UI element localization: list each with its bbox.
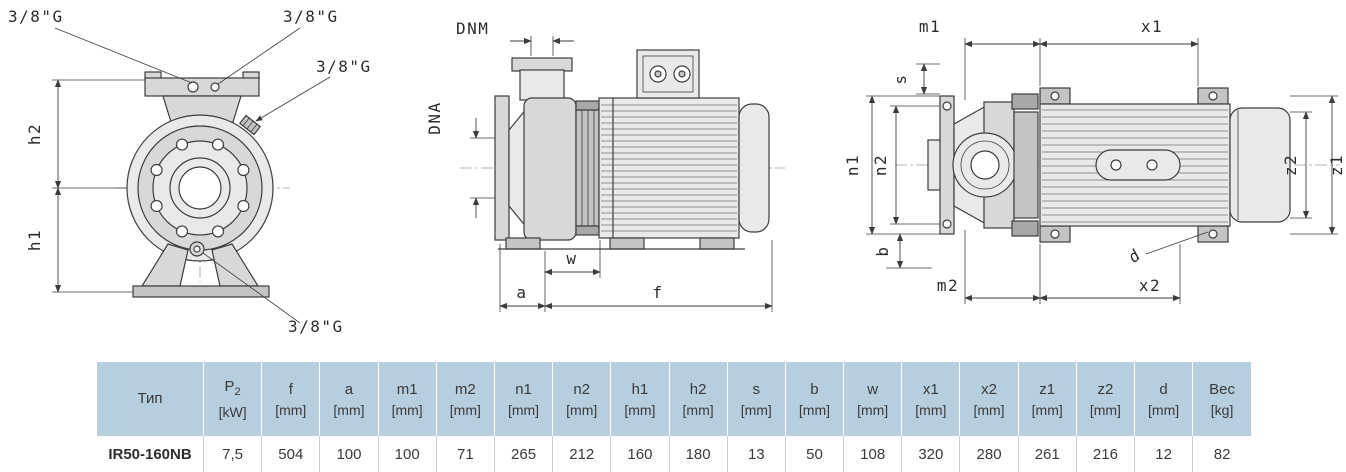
- bolt-holes: [150, 138, 250, 238]
- col-header-a: a[mm]: [319, 362, 379, 436]
- cell-s: 13: [727, 436, 786, 472]
- col-header-d: d[mm]: [1134, 362, 1194, 436]
- port-label-top-right: 3/8"G: [283, 7, 339, 26]
- col-header-b: b[mm]: [785, 362, 845, 436]
- dim-label-z1: z1: [1327, 154, 1346, 176]
- pump-casing: [126, 114, 274, 262]
- dim-label-dnm: DNM: [456, 19, 489, 38]
- col-header-m2: m2[mm]: [436, 362, 495, 436]
- length-dimensions: [499, 240, 773, 312]
- cell-m2: 71: [436, 436, 495, 472]
- cell-n1: 265: [494, 436, 554, 472]
- top-mounting-flange: [144, 71, 260, 123]
- col-header-n1: n1[mm]: [494, 362, 554, 436]
- cell-weight: 82: [1192, 436, 1251, 472]
- left-dimensions: [866, 95, 940, 269]
- top-dimensions: [916, 38, 1199, 100]
- dim-label-z2: z2: [1281, 154, 1300, 176]
- right-dimensions: [1145, 95, 1338, 255]
- bottom-dimensions: [964, 230, 1181, 304]
- dim-label-m1: m1: [919, 17, 941, 36]
- col-header-weight: Вес[kg]: [1192, 362, 1251, 436]
- col-header-s: s[mm]: [727, 362, 786, 436]
- pump-end: [494, 57, 600, 250]
- col-header-h2: h2[mm]: [669, 362, 728, 436]
- col-header-m1: m1[mm]: [378, 362, 437, 436]
- dim-label-h1: h1: [25, 229, 44, 251]
- cell-p2: 7,5: [203, 436, 263, 472]
- col-header-type: Тип: [97, 362, 204, 436]
- col-header-z1: z1[mm]: [1018, 362, 1077, 436]
- cell-w: 108: [843, 436, 903, 472]
- col-header-f: f[mm]: [261, 362, 321, 436]
- motor-fins: [601, 104, 737, 232]
- dim-label-a: a: [516, 283, 527, 302]
- drain-plug: [189, 241, 205, 257]
- cell-z2: 216: [1076, 436, 1136, 472]
- dim-label-d: d: [1124, 245, 1145, 267]
- dim-label-x2: x2: [1139, 276, 1161, 295]
- dim-label-h2: h2: [25, 123, 44, 145]
- side-plug: [238, 114, 262, 136]
- dim-label-f: f: [652, 283, 663, 302]
- cell-m1: 100: [378, 436, 437, 472]
- motor: [498, 49, 770, 250]
- dim-label-w: w: [566, 249, 577, 268]
- col-header-n2: n2[mm]: [552, 362, 612, 436]
- dim-label-n1: n1: [843, 154, 862, 176]
- dim-label-m2: m2: [937, 276, 959, 295]
- col-header-x1: x1[mm]: [901, 362, 961, 436]
- cell-d: 12: [1134, 436, 1194, 472]
- dim-label-n2: n2: [871, 154, 890, 176]
- cell-a: 100: [319, 436, 379, 472]
- cell-h1: 160: [610, 436, 670, 472]
- cell-type: IR50-160NB: [97, 436, 204, 472]
- col-header-p2: P2[kW]: [203, 362, 263, 436]
- height-dimensions: [52, 79, 145, 293]
- dim-label-dna: DNA: [425, 101, 444, 134]
- pump-feet: [132, 243, 270, 298]
- port-label-right: 3/8"G: [316, 57, 372, 76]
- dim-label-x1: x1: [1141, 17, 1163, 36]
- motor-top: [1039, 87, 1291, 243]
- dim-label-s: s: [891, 73, 910, 84]
- dna-dimension: [470, 118, 495, 218]
- cell-f: 504: [261, 436, 321, 472]
- dim-label-b: b: [873, 245, 892, 256]
- pump-side-view-drawing: DNM DNA w a f: [425, 19, 785, 312]
- port-label-bottom: 3/8"G: [288, 317, 344, 336]
- leader-lines: [54, 27, 331, 324]
- cell-x2: 280: [959, 436, 1019, 472]
- col-header-x2: x2[mm]: [959, 362, 1019, 436]
- cell-n2: 212: [552, 436, 612, 472]
- dnm-dimension: [510, 36, 574, 56]
- pump-top-view-drawing: m1 x1 s n1 n2 b m2 x2 z2 z1 d: [843, 17, 1346, 304]
- cell-h2: 180: [669, 436, 728, 472]
- cell-z1: 261: [1018, 436, 1077, 472]
- cell-b: 50: [785, 436, 845, 472]
- pump-front-view-drawing: 3/8"G 3/8"G 3/8"G 3/8"G h2 h1: [8, 7, 372, 336]
- port-label-top-left: 3/8"G: [8, 7, 64, 26]
- motor-fins-top: [1042, 109, 1228, 223]
- col-header-h1: h1[mm]: [610, 362, 670, 436]
- pump-top: [927, 93, 1039, 237]
- cell-x1: 320: [901, 436, 961, 472]
- col-header-z2: z2[mm]: [1076, 362, 1136, 436]
- col-header-w: w[mm]: [843, 362, 903, 436]
